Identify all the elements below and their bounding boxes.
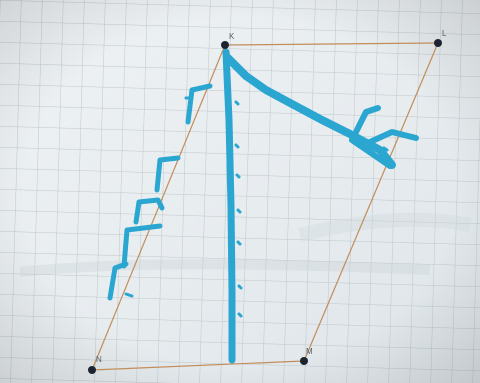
side-nk xyxy=(91,44,226,371)
unit-step xyxy=(124,292,134,298)
point-k xyxy=(221,41,229,49)
unit-step xyxy=(185,83,213,125)
cross-stroke xyxy=(367,129,419,145)
label-l: L xyxy=(442,29,447,38)
right-angle-mark xyxy=(349,105,393,169)
unit-step xyxy=(154,155,181,193)
height-line-dots xyxy=(234,100,243,318)
label-m: M xyxy=(306,347,313,356)
parallelogram-klmn xyxy=(91,42,439,371)
slanted-stroke xyxy=(224,54,396,169)
height-line xyxy=(222,48,236,364)
unit-step xyxy=(121,223,163,269)
point-m xyxy=(300,357,308,365)
vertices xyxy=(88,39,442,374)
point-n xyxy=(88,366,96,374)
point-l xyxy=(434,39,442,47)
background-smudge xyxy=(298,212,472,242)
side-lm xyxy=(303,42,439,362)
side-kl xyxy=(224,42,439,46)
unit-step xyxy=(133,197,165,225)
blue-ink-drawing xyxy=(107,48,419,364)
side-mn xyxy=(91,360,305,371)
label-k: K xyxy=(229,32,235,41)
label-n: N xyxy=(96,355,102,364)
ink-dot xyxy=(382,146,389,152)
background-smudge xyxy=(19,259,431,277)
unit-step xyxy=(107,261,129,301)
